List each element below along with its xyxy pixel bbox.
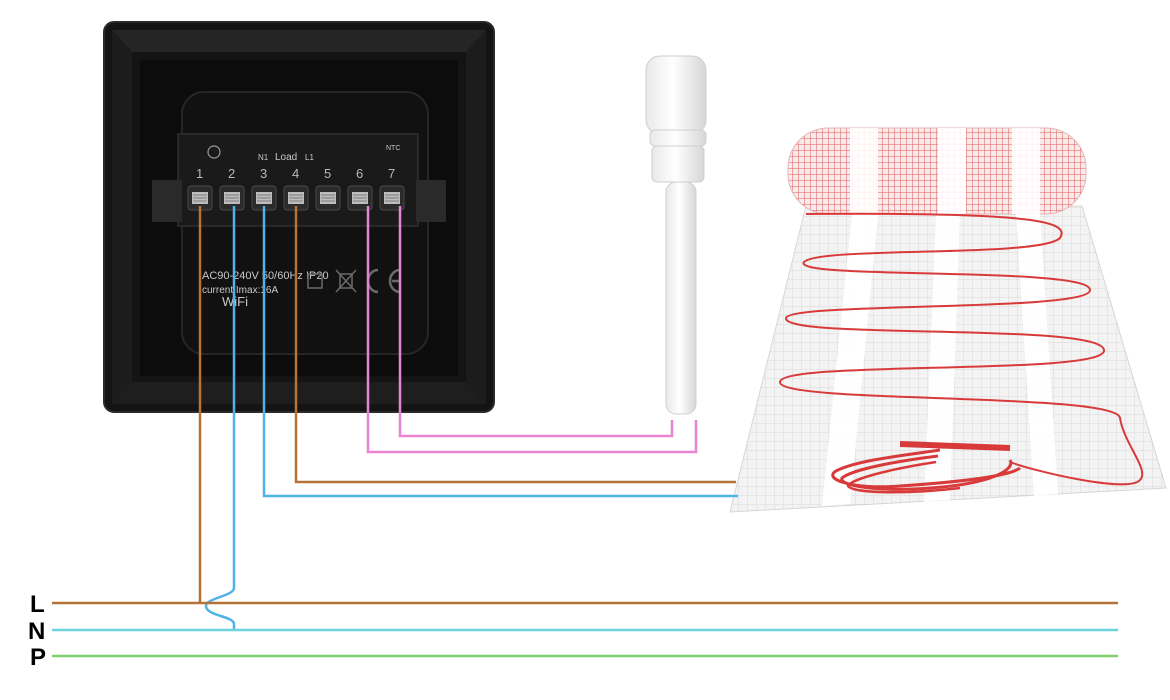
terminal-number-7: 7 [388, 166, 395, 181]
terminal-number-5: 5 [324, 166, 331, 181]
current-text: current Imax:16A [202, 285, 278, 296]
thermostat-bevel [112, 30, 486, 52]
load-label: Load [275, 152, 297, 163]
sensor-wire-7 [398, 206, 674, 438]
double-insulation-icon [307, 273, 323, 289]
bus-label-n: N [28, 618, 45, 645]
supply-neutral-wire [204, 206, 236, 630]
thermostat-back: Load N1 L1 NTC 1 2 3 4 5 6 7 AC90-240V 50/60Hz… [103, 21, 495, 413]
ntc-label: NTC [386, 145, 400, 152]
wires [198, 206, 738, 630]
mat-tapes [822, 214, 1058, 506]
mat-roll [787, 127, 1087, 215]
power-symbol-icon [207, 145, 221, 159]
bus-label-p: P [30, 644, 46, 671]
cold-lead [831, 441, 1021, 494]
terminal-row: 1 2 3 4 5 6 7 [187, 166, 405, 211]
terminal-number-6: 6 [356, 166, 363, 181]
floor-temperature-sensor [645, 55, 707, 415]
supply-bus: L N P [28, 591, 1118, 671]
n1-label: N1 [258, 153, 269, 162]
rating-text: AC90-240V 50/60Hz IP20 [202, 270, 329, 282]
sensor-wire-6 [366, 206, 698, 454]
load-neutral-wire [262, 206, 738, 498]
terminal-number-3: 3 [260, 166, 267, 181]
terminal-number-2: 2 [228, 166, 235, 181]
l1-label: L1 [305, 153, 314, 162]
weee-bin-icon [335, 269, 357, 293]
terminal-number-4: 4 [292, 166, 299, 181]
bus-label-l: L [30, 591, 45, 618]
heating-cable [778, 212, 1144, 486]
heating-mat [729, 127, 1167, 513]
load-live-wire [294, 206, 736, 484]
terminal-number-1: 1 [196, 166, 203, 181]
